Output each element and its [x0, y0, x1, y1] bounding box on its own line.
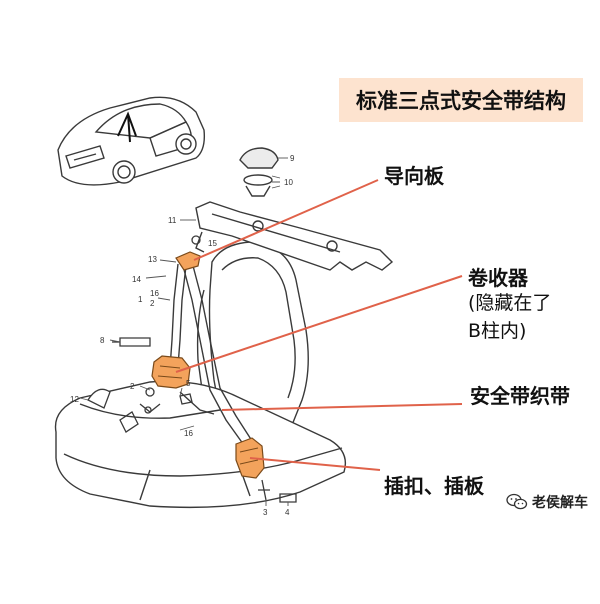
label-buckle: 插扣、插板: [384, 474, 484, 498]
part-3: 3: [263, 508, 268, 517]
guide-plate-highlight: [175, 251, 201, 271]
label-webbing: 安全带织带: [470, 384, 570, 408]
diagram-title: 标准三点式安全带结构: [339, 78, 583, 122]
label-guide-plate: 导向板: [384, 164, 444, 188]
label-retractor-note-2: B柱内): [468, 320, 527, 342]
part-16b: 16: [184, 429, 193, 438]
part-2: 2: [130, 382, 135, 391]
part-2b: 2: [150, 299, 155, 308]
cover-parts: [239, 147, 279, 197]
part-15: 15: [208, 239, 217, 248]
car-sketch: [57, 96, 206, 186]
leader-retractor: [175, 275, 463, 373]
retractor-highlight: [151, 355, 191, 389]
part-8: 8: [100, 336, 105, 345]
part-12: 12: [70, 395, 79, 404]
watermark: 老侯解车: [506, 492, 588, 512]
leader-webbing: [221, 403, 463, 411]
b-pillar-trim: [195, 201, 394, 271]
part-11: 11: [168, 216, 177, 225]
label-retractor-note-1: (隐藏在了: [468, 292, 552, 314]
part-13: 13: [148, 255, 157, 264]
part-14: 14: [132, 275, 141, 284]
leader-guide-plate: [193, 179, 379, 261]
part-10: 10: [284, 178, 293, 187]
wechat-icon: [506, 493, 528, 510]
small-parts: [87, 235, 297, 503]
part-9: 9: [290, 154, 295, 163]
part-numbers: 9 10 11 15 13 14 16 1 2 8 2 5 12 16 3 4: [70, 154, 295, 517]
label-retractor: 卷收器: [468, 266, 528, 290]
part-4: 4: [285, 508, 290, 517]
part-1: 1: [138, 295, 143, 304]
part-16a: 16: [150, 289, 159, 298]
leader-buckle: [249, 457, 381, 471]
watermark-text: 老侯解车: [532, 495, 588, 511]
part-leader-lines: [79, 157, 289, 506]
part-5: 5: [186, 379, 191, 388]
callout-leaders: [175, 179, 463, 471]
belt-webbing: [169, 261, 255, 449]
